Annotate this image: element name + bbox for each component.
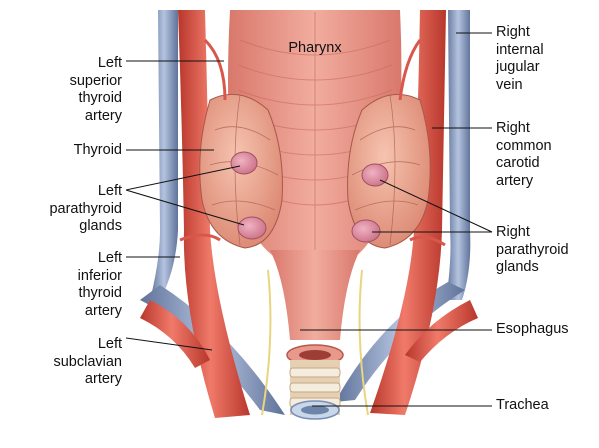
- label-right-common-carotid-artery: Right common carotid artery: [496, 120, 552, 189]
- label-right-parathyroid-glands: Right parathyroid glands: [496, 224, 569, 275]
- label-left-parathyroid-glands: Left parathyroid glands: [49, 183, 122, 234]
- label-thyroid: Thyroid: [73, 142, 122, 158]
- left-superior-parathyroid: [230, 151, 258, 175]
- esophagus-tube: [270, 250, 360, 366]
- right-superior-parathyroid: [361, 163, 389, 187]
- right-inferior-parathyroid: [351, 219, 381, 243]
- parathyroid-glands: [230, 151, 389, 243]
- nerves: [261, 269, 369, 416]
- label-pharynx: Pharynx: [288, 40, 342, 56]
- leader-lines: [125, 32, 493, 407]
- label-left-inferior-thyroid-artery: Left inferior thyroid artery: [77, 250, 122, 319]
- label-esophagus: Esophagus: [496, 321, 569, 337]
- label-left-superior-thyroid-artery: Left superior thyroid artery: [69, 55, 122, 124]
- trachea-tube: [289, 360, 341, 420]
- left-subclavian-artery-vessel: [140, 300, 210, 368]
- thyroid-artery-branches: [179, 38, 446, 247]
- label-left-subclavian-artery: Left subclavian artery: [53, 336, 122, 387]
- label-trachea: Trachea: [496, 397, 549, 413]
- left-inferior-parathyroid: [237, 216, 267, 240]
- left-internal-jugular-vein: [150, 10, 178, 300]
- label-right-internal-jugular-vein: Right internal jugular vein: [496, 24, 544, 93]
- right-common-carotid-artery: [370, 10, 446, 415]
- right-subclavian-artery-vessel: [405, 300, 478, 362]
- right-internal-jugular-vein: [446, 10, 471, 300]
- left-common-carotid-artery: [178, 10, 250, 418]
